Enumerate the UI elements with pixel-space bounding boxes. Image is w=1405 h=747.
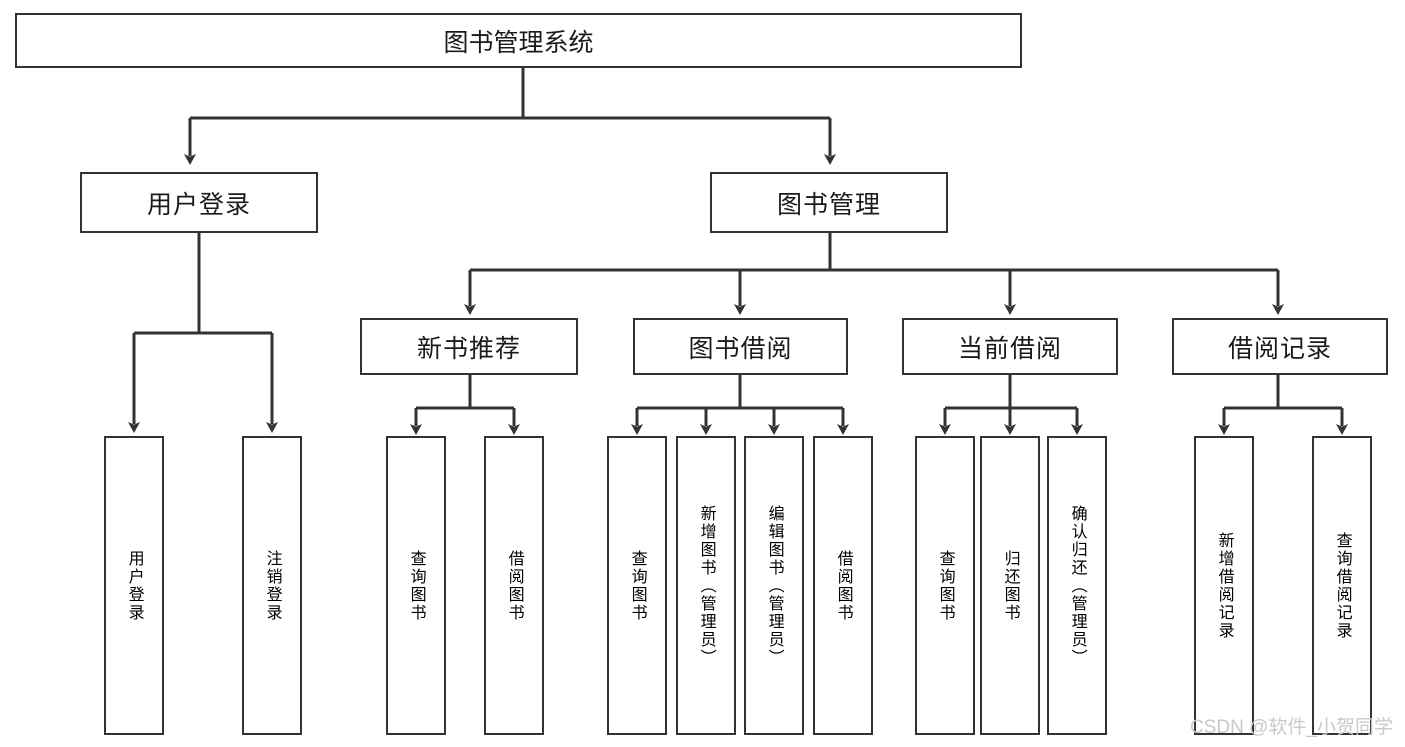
leaf-borrow-edit-book-admin[interactable]: 编辑图书（管理员） xyxy=(744,436,804,735)
node-borrow-record[interactable]: 借阅记录 xyxy=(1172,318,1388,375)
leaf-label: 新增借阅记录 xyxy=(1215,531,1233,640)
leaf-label: 借阅图书 xyxy=(505,549,523,622)
leaf-current-query-book[interactable]: 查询图书 xyxy=(915,436,975,735)
leaf-label: 归还图书 xyxy=(1001,549,1019,622)
leaf-current-confirm-return-admin[interactable]: 确认归还（管理员） xyxy=(1047,436,1107,735)
leaf-user-login-logout[interactable]: 注销登录 xyxy=(242,436,302,735)
leaf-label: 查询图书 xyxy=(407,549,425,622)
leaf-label: 注销登录 xyxy=(263,549,281,622)
node-new-book-recommend[interactable]: 新书推荐 xyxy=(360,318,578,375)
leaf-label: 查询借阅记录 xyxy=(1333,531,1351,640)
leaf-current-return-book[interactable]: 归还图书 xyxy=(980,436,1040,735)
leaf-label: 新增图书（管理员） xyxy=(697,504,715,667)
watermark-text: CSDN @软件_小贺同学 xyxy=(1190,717,1393,738)
node-label: 图书管理 xyxy=(776,190,881,219)
leaf-label: 确认归还（管理员） xyxy=(1068,504,1086,667)
leaf-label: 查询图书 xyxy=(628,549,646,622)
leaf-record-query-record[interactable]: 查询借阅记录 xyxy=(1312,436,1372,735)
node-label: 借阅记录 xyxy=(1227,334,1332,363)
node-user-login[interactable]: 用户登录 xyxy=(80,172,318,233)
leaf-borrow-borrow-book[interactable]: 借阅图书 xyxy=(813,436,873,735)
node-label: 用户登录 xyxy=(146,190,251,219)
leaf-label: 用户登录 xyxy=(125,549,143,622)
leaf-label: 编辑图书（管理员） xyxy=(765,504,783,667)
leaf-recommend-query-book[interactable]: 查询图书 xyxy=(386,436,446,735)
node-label: 新书推荐 xyxy=(416,334,521,363)
node-current-borrow[interactable]: 当前借阅 xyxy=(902,318,1118,375)
leaf-recommend-borrow-book[interactable]: 借阅图书 xyxy=(484,436,544,735)
node-root-book-management-system[interactable]: 图书管理系统 xyxy=(15,13,1022,68)
leaf-label: 查询图书 xyxy=(936,549,954,622)
leaf-borrow-query-book[interactable]: 查询图书 xyxy=(607,436,667,735)
leaf-borrow-add-book-admin[interactable]: 新增图书（管理员） xyxy=(676,436,736,735)
node-book-borrow[interactable]: 图书借阅 xyxy=(633,318,848,375)
node-label: 当前借阅 xyxy=(957,334,1062,363)
node-label: 图书借阅 xyxy=(688,334,793,363)
leaf-label: 借阅图书 xyxy=(834,549,852,622)
node-label: 图书管理系统 xyxy=(443,28,594,57)
node-book-management[interactable]: 图书管理 xyxy=(710,172,948,233)
leaf-record-add-record[interactable]: 新增借阅记录 xyxy=(1194,436,1254,735)
leaf-user-login-login[interactable]: 用户登录 xyxy=(104,436,164,735)
